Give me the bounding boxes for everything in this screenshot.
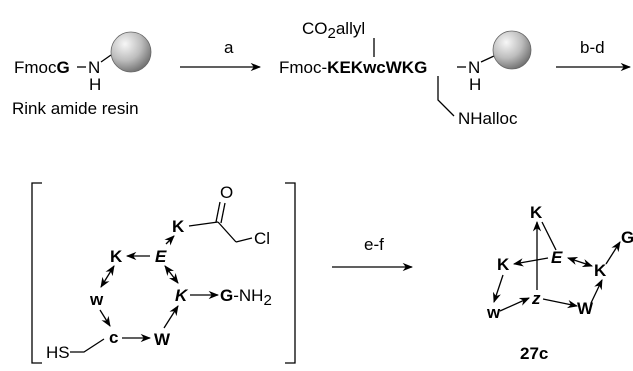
resin-bead-icon	[110, 31, 152, 73]
intermediate-n: N	[468, 58, 480, 77]
bond	[220, 202, 226, 224]
arrow-icon	[493, 274, 504, 303]
arrow-step-bd: b-d	[556, 38, 632, 72]
arrow-step-a: a	[180, 38, 262, 72]
residue-c: c	[109, 328, 118, 347]
intermediate-resin-peptide: CO2allyl Fmoc-KEKwcWKG N H NHalloc	[279, 19, 532, 128]
bond	[235, 237, 253, 243]
residue-e: E	[155, 247, 167, 266]
side-chain-nhalloc: NHalloc	[458, 109, 518, 128]
bond	[100, 54, 112, 63]
arrow-icon	[542, 298, 579, 309]
bond	[541, 221, 557, 251]
arrow-icon	[512, 257, 549, 267]
residue-w-upper: W	[154, 330, 171, 349]
arrow-icon	[164, 235, 175, 246]
product-e: E	[551, 248, 563, 267]
arrow-icon	[164, 265, 179, 284]
start-h: H	[89, 75, 101, 94]
compound-label-27c: 27c	[520, 344, 548, 363]
bond	[188, 221, 219, 227]
arrow-icon	[567, 257, 593, 267]
arrow-icon	[99, 309, 111, 327]
left-bracket	[31, 182, 42, 364]
start-material: FmocG N H Rink amide resin	[12, 31, 152, 118]
side-chain-co2allyl: CO2allyl	[302, 19, 365, 42]
bond	[70, 338, 105, 353]
g-nh2: G-NH2	[220, 286, 272, 309]
step-bd-label: b-d	[580, 38, 605, 57]
arrow-step-ef: e-f	[332, 235, 414, 272]
step-ef-label: e-f	[364, 235, 384, 254]
residue-k-mid: K	[175, 286, 189, 305]
product-k-top: K	[530, 203, 543, 222]
right-bracket	[285, 182, 296, 364]
residue-w-lower: w	[89, 290, 104, 309]
arrow-icon	[590, 279, 603, 304]
bond	[480, 55, 495, 63]
product-w-lower: w	[486, 303, 501, 322]
step-a-label: a	[224, 38, 234, 57]
residue-k-left: K	[110, 247, 123, 266]
start-n: N	[88, 58, 100, 77]
atom-o: O	[220, 183, 233, 202]
product-k-left: K	[497, 255, 510, 274]
bond	[215, 201, 221, 223]
residue-k-top: K	[172, 217, 185, 236]
bracketed-intermediate: O Cl K E K K w c W G-NH2 HS	[31, 182, 296, 364]
resin-bead-icon	[492, 30, 532, 70]
arrow-icon	[100, 265, 115, 288]
arrow-icon	[499, 297, 530, 312]
arrow-icon	[605, 241, 621, 265]
product-27c: K K E K G z w W 27c	[486, 203, 633, 363]
intermediate-h: H	[469, 75, 481, 94]
atom-hs: HS	[46, 343, 70, 362]
product-g: G	[621, 228, 633, 247]
arrow-icon	[163, 305, 179, 329]
product-k-right: K	[594, 261, 607, 280]
product-w-upper: W	[577, 299, 594, 318]
atom-cl: Cl	[254, 229, 270, 248]
resin-caption: Rink amide resin	[12, 99, 139, 118]
bond	[217, 221, 237, 243]
bond	[437, 76, 455, 117]
start-prefix: FmocG	[14, 58, 70, 77]
intermediate-sequence: Fmoc-KEKwcWKG	[279, 58, 427, 77]
product-z: z	[531, 289, 541, 308]
